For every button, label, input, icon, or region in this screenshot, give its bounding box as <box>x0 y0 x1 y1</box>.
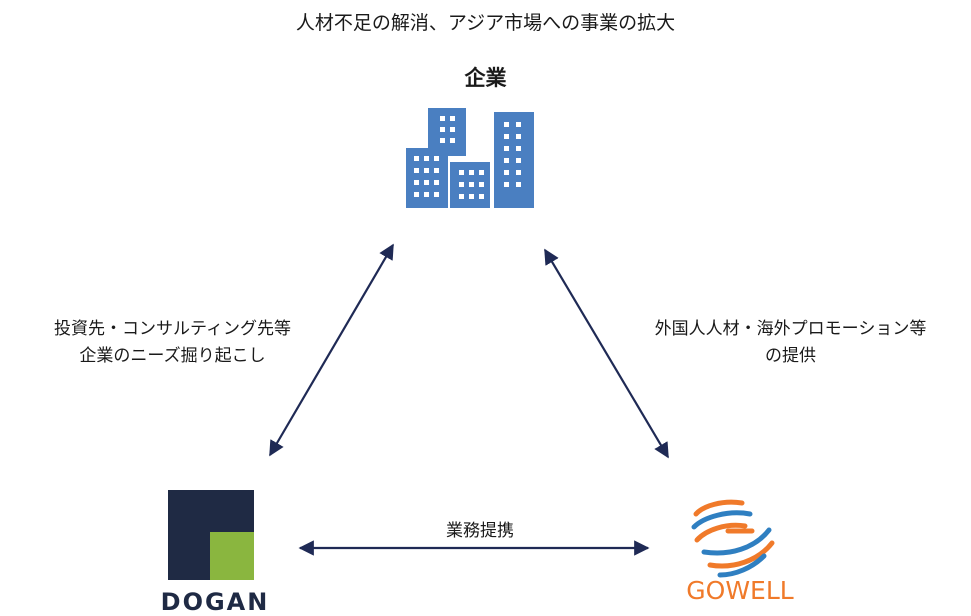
company-title: 企業 <box>464 66 507 90</box>
dogan-wordmark: DOGAN <box>160 588 270 616</box>
bottom-edge-label: 業務提携 <box>446 521 514 541</box>
right-edge-label: 外国人人材・海外プロモーション等 の提供 <box>610 316 971 370</box>
building-windows <box>414 116 521 199</box>
gowell-wordmark: GOWELL <box>686 576 794 605</box>
left-edge-line2: 企業のニーズ掘り起こし <box>79 346 266 366</box>
right-edge-line1: 外国人人材・海外プロモーション等 <box>654 319 927 339</box>
dogan-logo-mark <box>168 490 254 580</box>
left-double-arrow <box>269 243 394 457</box>
right-double-arrow <box>544 248 669 459</box>
left-edge-line1: 投資先・コンサルティング先等 <box>54 319 291 339</box>
left-edge-label: 投資先・コンサルティング先等 企業のニーズ掘り起こし <box>0 316 345 370</box>
right-edge-line2: の提供 <box>765 346 816 366</box>
office-buildings-icon <box>406 108 534 208</box>
top-caption: 人材不足の解消、アジア市場への事業の拡大 <box>295 12 676 34</box>
gowell-logo-mark <box>691 499 775 578</box>
